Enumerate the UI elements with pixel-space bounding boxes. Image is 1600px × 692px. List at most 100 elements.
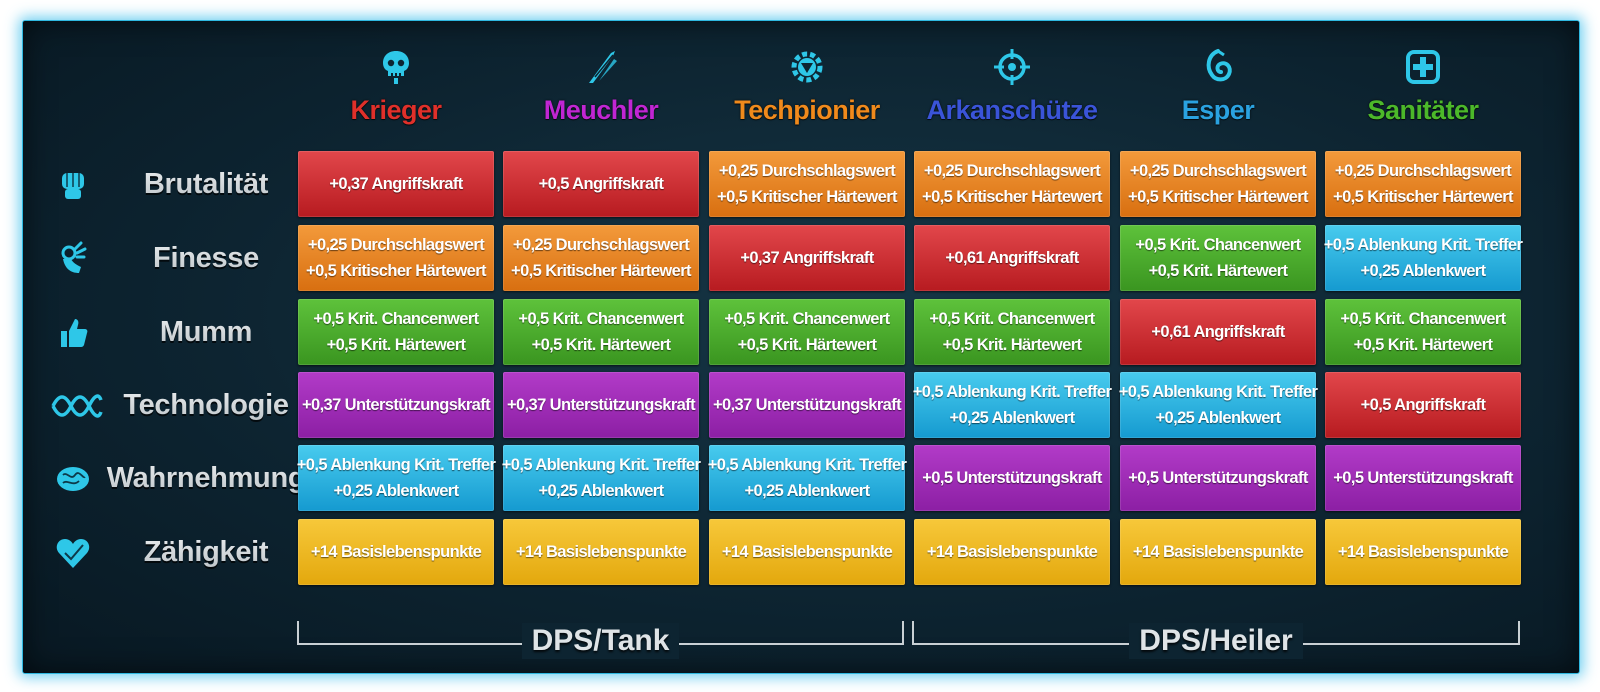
bonus-line: +0,5 Ablenkung Krit. Treffer [1118, 383, 1318, 401]
bonus-cell: +0,5 Angriffskraft [503, 151, 699, 217]
bonus-line: +0,5 Krit. Chancenwert [518, 310, 684, 328]
bonus-line: +0,5 Unterstützungskraft [1128, 469, 1308, 487]
bonus-cell: +0,37 Angriffskraft [709, 225, 905, 291]
bonus-cell: +0,5 Krit. Chancenwert +0,5 Krit. Härtewe… [1325, 299, 1521, 365]
heart-icon [53, 533, 93, 573]
bonus-cell: +0,5 Ablenkung Krit. Treffer +0,25 Ablenk… [707, 445, 907, 511]
bonus-line: +0,5 Krit. Härtewert [326, 336, 466, 354]
bonus-line: +0,25 Ablenkwert [1155, 409, 1281, 427]
bonus-cell: +0,37 Angriffskraft [298, 151, 494, 217]
bonus-cell: +0,5 Krit. Chancenwert +0,5 Krit. Härtewe… [709, 299, 905, 365]
bonus-cell: +0,25 Durchschlagswert +0,5 Kritischer Hä… [503, 225, 699, 291]
bonus-cell: +0,25 Durchschlagswert+0,5 Kritischer Hä… [1120, 151, 1316, 217]
attribute-label-shadow: Mumm [91, 301, 321, 367]
attribute-technologie: TechnologieTechnologie [51, 372, 323, 440]
attribute-label: Mumm [91, 299, 321, 365]
bonus-line: +0,5 Ablenkung Krit. Treffer [501, 456, 701, 474]
group-dps-tank: DPS/Tank [297, 621, 904, 661]
bonus-line: +0,5 Angriffskraft [1360, 396, 1486, 414]
class-header-techpionier: Techpionier [709, 47, 905, 147]
bonus-line: +14 Basislebenspunkte [1337, 543, 1509, 561]
bonus-line: +0,5 Krit. Chancenwert [1340, 310, 1506, 328]
bonus-line: +0,25 Durchschlagswert [718, 162, 896, 180]
bonus-cell: +14 Basislebenspunkte [503, 519, 699, 585]
bonus-line: +0,5 Kritischer Härtewert [306, 262, 486, 280]
attribute-label-shadow: Technologie [91, 374, 321, 440]
attribute-label: Wahrnehmung [91, 445, 321, 511]
class-name: Krieger [350, 95, 442, 125]
bonus-cell: +0,25 Durchschlagswert+0,5 Kritischer Hä… [1325, 151, 1521, 217]
bonus-line: +0,25 Durchschlagswert [923, 162, 1101, 180]
blade-icon [581, 47, 621, 87]
class-name: Arkanschütze [926, 95, 1098, 125]
bonus-line: +0,25 Ablenkwert [333, 482, 459, 500]
bonus-line: +14 Basislebenspunkte [1132, 543, 1304, 561]
bonus-line: +0,25 Durchschlagswert [512, 236, 690, 254]
bonus-line: +0,5 Unterstützungskraft [1333, 469, 1513, 487]
bonus-cell: +0,25 Durchschlagswert +0,5 Kritischer Hä… [914, 151, 1110, 217]
bonus-line: +0,37 Angriffskraft [740, 249, 874, 267]
bonus-line: +14 Basislebenspunkte [926, 543, 1098, 561]
class-header-krieger: Krieger [298, 47, 494, 147]
bonus-cell: +0,5 Ablenkung Krit. Treffer+0,25 Ablenk… [1323, 225, 1523, 291]
bonus-cell: +14 Basislebenspunkte [709, 519, 905, 585]
class-header-esper: Esper [1120, 47, 1316, 147]
bonus-line: +0,5 Ablenkung Krit. Treffer [1323, 236, 1523, 254]
class-header-arkanschutze: Arkanschütze [914, 47, 1110, 147]
fist-icon [53, 165, 93, 205]
dna-icon [51, 386, 103, 426]
bonus-cell: +0,37 Unterstützungskraft [503, 372, 699, 438]
attribute-label-shadow: Finesse [91, 227, 321, 293]
attribute-label: Finesse [91, 225, 321, 291]
bonus-cell: +0,5 Ablenkung Krit. Treffer+0,25 Ablenk… [912, 372, 1112, 438]
group-label: DPS/Heiler [1129, 623, 1303, 659]
swirl-icon [1198, 47, 1238, 87]
medic-cross-icon [1403, 47, 1443, 87]
bonus-line: +0,5 Krit. Härtewert [1148, 262, 1288, 280]
bonus-cell: +0,37 Unterstützungskraft [298, 372, 494, 438]
brain-icon [53, 459, 93, 499]
bonus-line: +0,37 Unterstützungskraft [712, 396, 902, 414]
bonus-line: +0,5 Unterstützungskraft [922, 469, 1102, 487]
bonus-cell: +0,37 Unterstützungskraft [709, 372, 905, 438]
bonus-line: +14 Basislebenspunkte [721, 543, 893, 561]
bonus-cell: +0,61 Angriffskraft [914, 225, 1110, 291]
attribute-mumm: MummMumm [53, 299, 323, 365]
class-name: Meuchler [543, 95, 659, 125]
attribute-zahigkeit: ZähigkeitZähigkeit [53, 519, 323, 585]
attribute-brutalitat: BrutalitätBrutalität [53, 151, 323, 217]
bonus-line: +14 Basislebenspunkte [310, 543, 482, 561]
attribute-label: Brutalität [91, 151, 321, 217]
bonus-line: +0,5 Kritischer Härtewert [511, 262, 691, 280]
bonus-cell: +14 Basislebenspunkte [1325, 519, 1521, 585]
bonus-cell: +0,5 Unterstützungskraft [1325, 445, 1521, 511]
group-label: DPS/Tank [521, 623, 680, 659]
bonus-line: +0,5 Kritischer Härtewert [922, 188, 1102, 206]
bonus-line: +0,37 Angriffskraft [329, 175, 463, 193]
bonus-line: +0,5 Ablenkung Krit. Treffer [296, 456, 496, 474]
bonus-cell: +0,5 Ablenkung Krit. Treffer +0,25 Ablenk… [1118, 372, 1318, 438]
bonus-line: +0,5 Kritischer Härtewert [717, 188, 897, 206]
bonus-line: +0,25 Durchschlagswert [307, 236, 485, 254]
bonus-cell: +14 Basislebenspunkte [1120, 519, 1316, 585]
bonus-line: +0,5 Krit. Härtewert [1353, 336, 1493, 354]
attribute-label: Zähigkeit [91, 519, 321, 585]
bonus-line: +0,25 Durchschlagswert [1334, 162, 1512, 180]
attribute-label: Technologie [91, 372, 321, 438]
bonus-line: +0,5 Ablenkung Krit. Treffer [912, 383, 1112, 401]
bonus-line: +0,5 Krit. Chancenwert [724, 310, 890, 328]
bonus-cell: +0,5 Krit. Chancenwert+0,5 Krit. Härtewe… [1120, 225, 1316, 291]
bonus-line: +0,25 Ablenkwert [538, 482, 664, 500]
bonus-line: +0,25 Ablenkwert [744, 482, 870, 500]
bonus-line: +0,5 Krit. Härtewert [942, 336, 1082, 354]
bonus-cell: +0,5 Unterstützungskraft [914, 445, 1110, 511]
bonus-line: +0,5 Angriffskraft [538, 175, 664, 193]
bonus-line: +0,5 Ablenkung Krit. Treffer [707, 456, 907, 474]
bonus-cell: +0,25 Durchschlagswert +0,5 Kritischer Hä… [298, 225, 494, 291]
bonus-cell: +0,5 Krit. Chancenwert+0,5 Krit. Härtewe… [503, 299, 699, 365]
bonus-line: +0,5 Krit. Härtewert [737, 336, 877, 354]
bonus-cell: +0,5 Angriffskraft [1325, 372, 1521, 438]
class-header-meuchler: Meuchler [503, 47, 699, 147]
bonus-line: +0,5 Krit. Chancenwert [313, 310, 479, 328]
attribute-bonus-panel: Krieger Meuchler Techpionier Arkanschütze Es… [22, 20, 1580, 674]
